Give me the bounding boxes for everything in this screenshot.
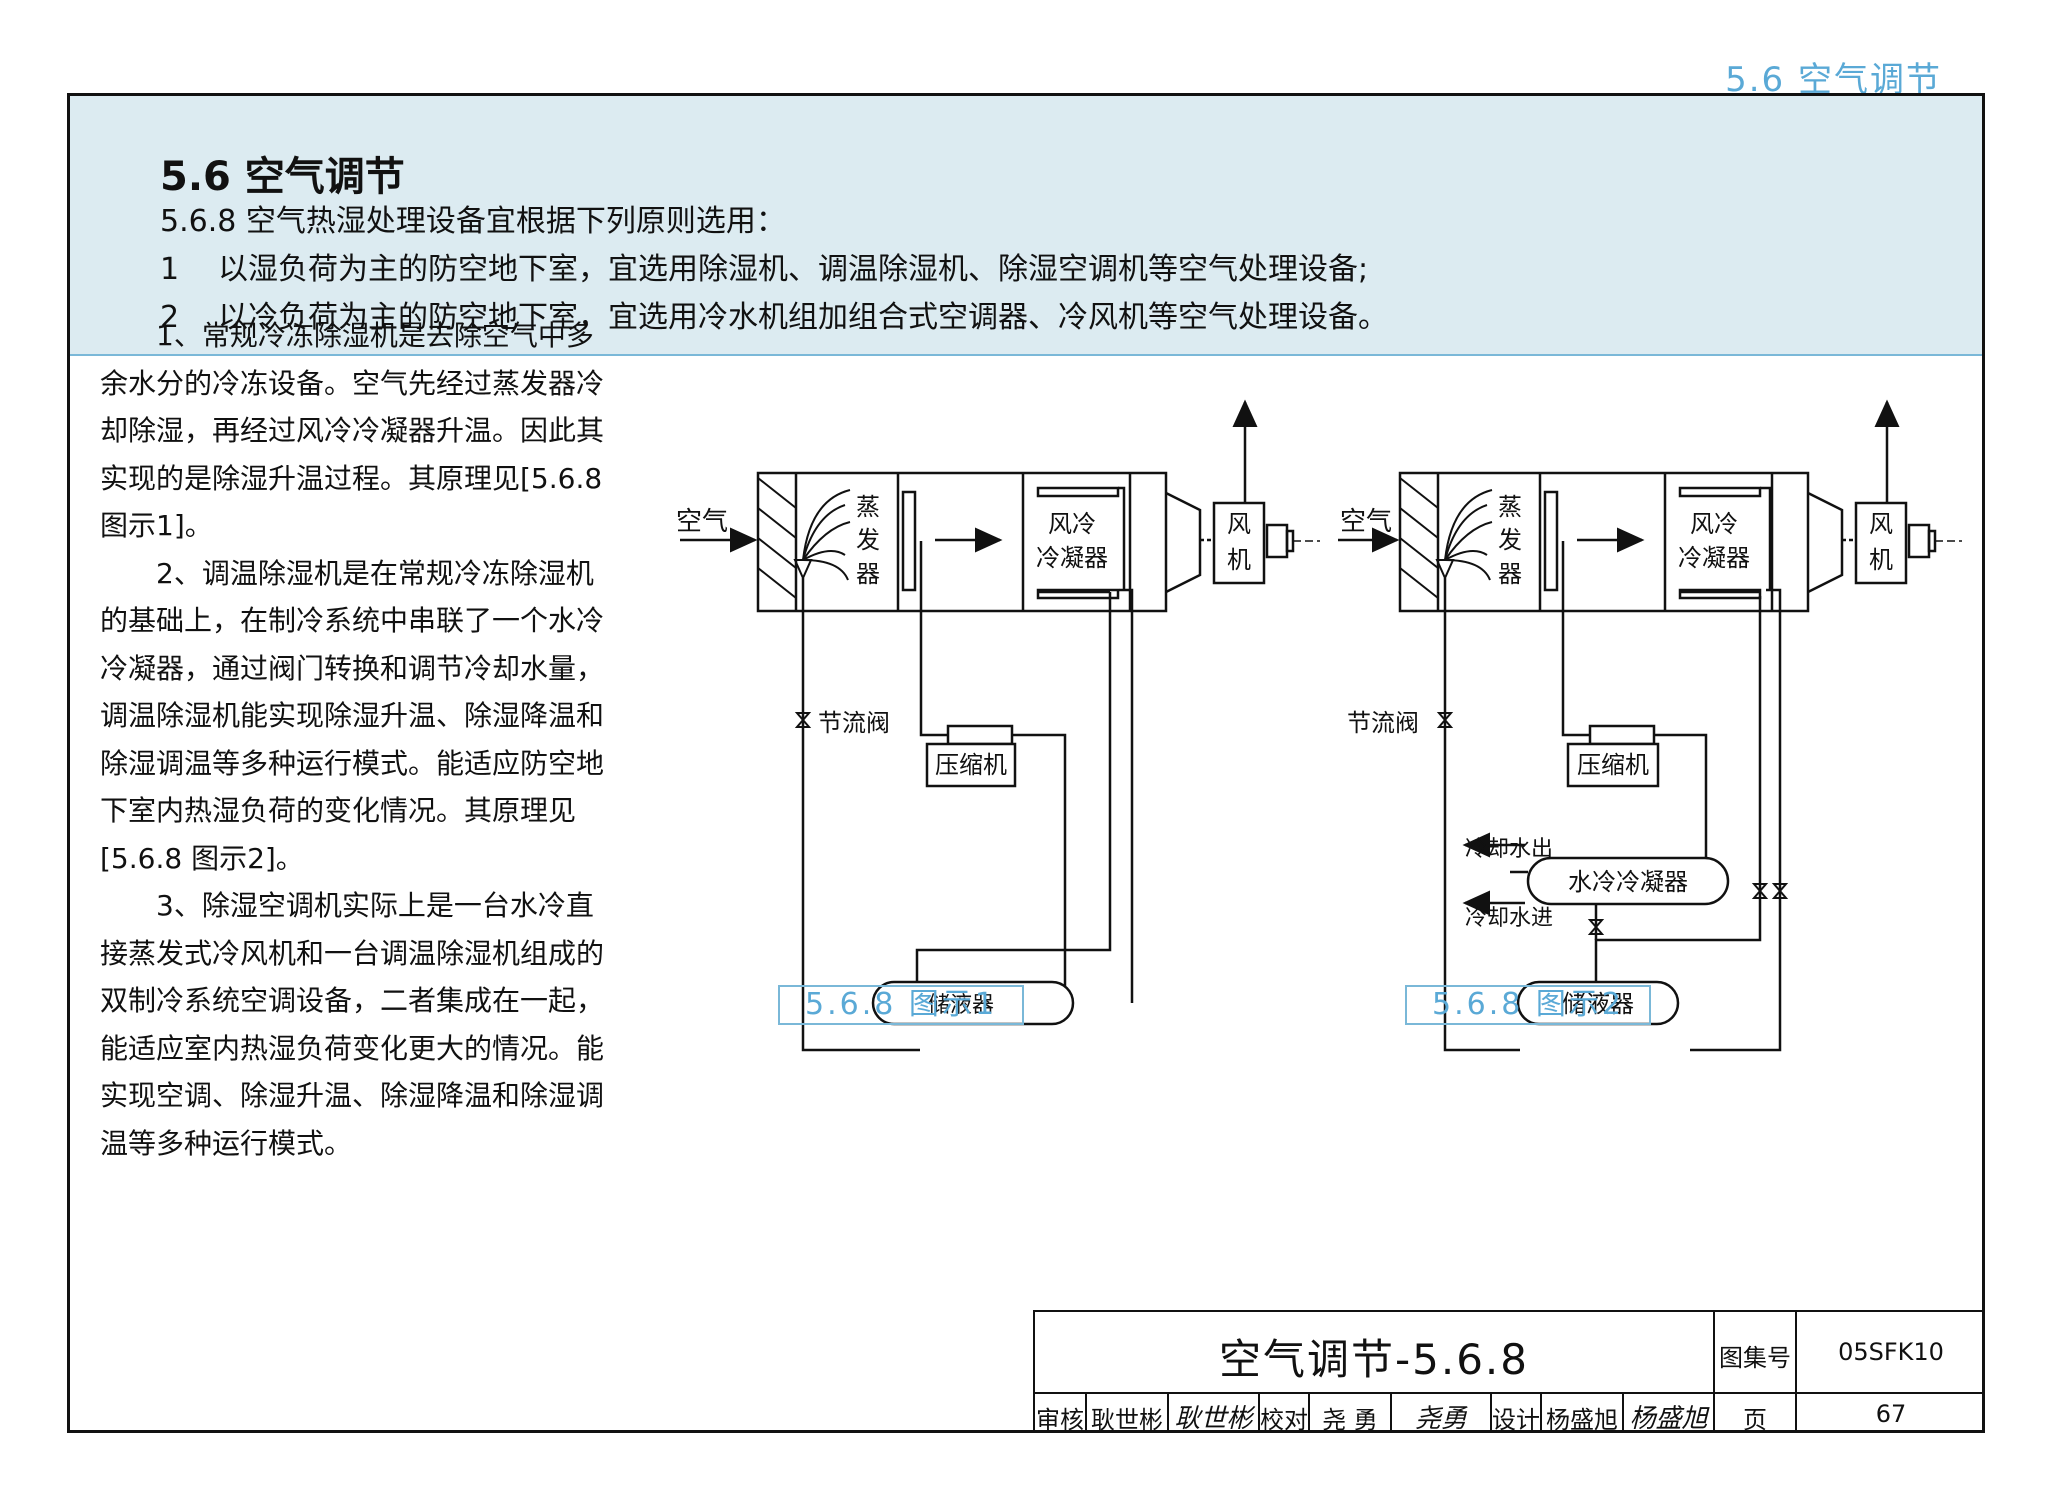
water-condenser-label: 水冷冷凝器: [1568, 868, 1688, 896]
evaporator-label-1: 蒸: [1498, 493, 1522, 521]
figure-caption-2: 5.6.8 图示2: [1405, 985, 1651, 1025]
atlas-label: 图集号: [1719, 1344, 1791, 1372]
clause-item-number: 1: [160, 252, 180, 287]
clause-item-text: 以湿负荷为主的防空地下室，宜选用除湿机、调温除湿机、除湿空调机等空气处理设备;: [218, 252, 1369, 287]
evaporator-label-2: 发: [856, 526, 880, 554]
clause-band: 5.6 空气调节 5.6.8 空气热湿处理设备宜根据下列原则选用： 1 以湿负荷为…: [70, 96, 1982, 356]
designer-signature: 杨盛旭: [1629, 1404, 1708, 1434]
title-block-divider: [1795, 1312, 1797, 1431]
fan-label-1: 风: [1869, 510, 1893, 538]
air-handler-casing: [756, 471, 1168, 613]
condenser-coil: [1036, 486, 1120, 600]
compressor-box: [1566, 742, 1660, 788]
figure-caption-1: 5.6.8 图示1: [778, 985, 1024, 1025]
condenser-label-2: 冷凝器: [1678, 544, 1750, 572]
title-block-divider: [1085, 1392, 1087, 1433]
cooling-water-out-label: 冷却水出: [1465, 837, 1553, 862]
water-cooled-condenser: [1526, 856, 1730, 906]
compressor-label: 压缩机: [1577, 751, 1649, 779]
diagram-1: 空气 蒸 发 器 风冷 冷凝器 风 机 节流阀 压缩机 储液器: [676, 399, 1320, 1052]
section-title: 5.6 空气调节: [160, 154, 405, 200]
heat-exchanger-coil: [901, 490, 917, 592]
air-handler-casing: [1398, 471, 1810, 613]
drawing-frame: 5.6 空气调节 5.6.8 空气热湿处理设备宜根据下列原则选用： 1 以湿负荷为…: [67, 93, 1985, 1433]
clause-item-number: 2: [160, 300, 180, 335]
condenser-label-1: 风冷: [1690, 510, 1738, 538]
receiver-label: 储液器: [1562, 990, 1634, 1018]
cooling-water-in-label: 冷却水进: [1465, 906, 1553, 931]
air-label: 空气: [676, 507, 728, 537]
air-filter: [757, 477, 797, 599]
title-block-divider: [1490, 1392, 1492, 1433]
page-number: 67: [1875, 1400, 1907, 1428]
receiver-label: 储液器: [928, 993, 994, 1018]
explanation-text: 1、常规冷冻除湿机是去除空气中多余水分的冷冻设备。空气先经过蒸发器冷却除湿，再经…: [100, 312, 620, 1167]
clause-item-2: 2 以冷负荷为主的防空地下室，宜选用冷水机组加组合式空调器、冷风机等空气处理设备。: [160, 292, 1388, 336]
title-block-divider: [1258, 1392, 1260, 1433]
title-block-divider: [1713, 1312, 1715, 1431]
title-block-divider: [1390, 1392, 1392, 1433]
page-label: 页: [1743, 1406, 1767, 1434]
fan-housing: [1807, 491, 1962, 594]
air-filter: [1399, 477, 1439, 599]
heat-exchanger-coil: [1543, 490, 1559, 592]
fan-housing: [1165, 491, 1320, 594]
regulating-valves: [1587, 883, 1789, 935]
evaporator-label-2: 发: [1498, 526, 1522, 554]
fan-label-2: 机: [1869, 546, 1893, 574]
compressor-box: [925, 742, 1017, 788]
clause-item-1: 1 以湿负荷为主的防空地下室，宜选用除湿机、调温除湿机、除湿空调机等空气处理设备;: [160, 244, 1368, 288]
review-label: 审核: [1036, 1406, 1084, 1434]
valve-label: 节流阀: [1347, 709, 1419, 737]
fan-label-1: 风: [1227, 510, 1251, 538]
drawing-title: 空气调节-5.6.8: [1218, 1335, 1530, 1384]
refrigerant-piping: [1443, 486, 1782, 1052]
air-label: 空气: [1340, 507, 1392, 537]
atlas-number: 05SFK10: [1838, 1338, 1944, 1366]
diagram-2-labels: 空气 蒸 发 器 风冷 冷凝器 风 机 节流阀 压缩机 水冷冷凝器 冷却水出 冷…: [1340, 493, 1893, 1018]
compressor-label: 压缩机: [935, 751, 1007, 779]
paragraph-2: 2、调温除湿机是在常规冷冻除湿机的基础上，在制冷系统中串联了一个水冷冷凝器，通过…: [100, 556, 605, 875]
paragraph-1: 1、常规冷冻除湿机是去除空气中多余水分的冷冻设备。空气先经过蒸发器冷却除湿，再经…: [100, 319, 605, 542]
checker-signature: 尧勇: [1414, 1404, 1467, 1434]
throttle-valve: [1436, 712, 1454, 728]
title-block-divider: [1167, 1392, 1169, 1433]
title-block-divider: [1622, 1392, 1624, 1433]
condenser-label-2: 冷凝器: [1036, 544, 1108, 572]
title-block-divider: [1035, 1392, 1983, 1394]
diagram-2: 空气 蒸 发 器 风冷 冷凝器 风 机 节流阀 压缩机 水冷冷凝器 冷却水出 冷…: [1338, 399, 1962, 1052]
designer-name: 杨盛旭: [1546, 1406, 1618, 1434]
evaporator-label-3: 器: [1498, 560, 1522, 588]
compressor-head: [1588, 724, 1656, 746]
spray-lines: [793, 489, 851, 581]
paragraph-3: 3、除湿空调机实际上是一台水冷直接蒸发式冷风机和一台调温除湿机组成的双制冷系统空…: [100, 889, 605, 1160]
spray-lines: [1435, 489, 1493, 581]
condenser-coil: [1678, 486, 1762, 600]
evaporator-label-3: 器: [856, 560, 880, 588]
evaporator-label-1: 蒸: [856, 493, 880, 521]
throttle-valve: [794, 712, 812, 728]
fan-label-2: 机: [1227, 546, 1251, 574]
clause-item-text: 以冷负荷为主的防空地下室，宜选用冷水机组加组合式空调器、冷风机等空气处理设备。: [218, 300, 1388, 335]
refrigerant-piping: [801, 486, 1134, 1052]
title-block: 空气调节-5.6.8 图集号 05SFK10 审核 耿世彬 耿世彬 校对 尧 勇…: [1033, 1310, 1985, 1434]
title-block-divider: [1540, 1392, 1542, 1433]
compressor-head: [946, 724, 1014, 746]
checker-name: 尧 勇: [1322, 1406, 1378, 1434]
condenser-label-1: 风冷: [1048, 510, 1096, 538]
design-label: 设计: [1492, 1406, 1540, 1434]
reviewer-signature: 耿世彬: [1174, 1404, 1253, 1434]
valve-label: 节流阀: [818, 709, 890, 737]
reviewer-name: 耿世彬: [1091, 1406, 1163, 1434]
check-label: 校对: [1260, 1406, 1308, 1434]
diagram-1-labels: 空气 蒸 发 器 风冷 冷凝器 风 机 节流阀 压缩机 储液器: [676, 493, 1251, 1018]
clause-heading: 5.6.8 空气热湿处理设备宜根据下列原则选用：: [160, 204, 786, 239]
title-block-divider: [1308, 1392, 1310, 1433]
